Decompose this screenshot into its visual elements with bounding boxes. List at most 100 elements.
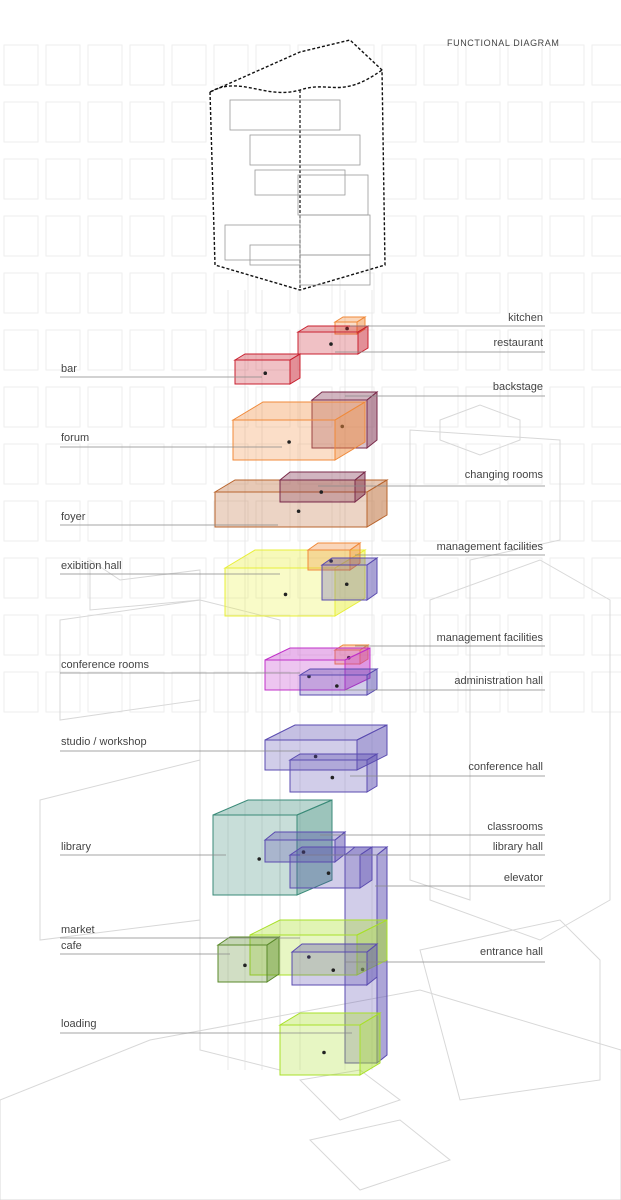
- forum-block: [231, 401, 367, 461]
- facade-window: [507, 101, 543, 143]
- facade-window: [87, 158, 123, 200]
- facade-window: [549, 443, 585, 485]
- box-front: [279, 1024, 361, 1076]
- facade-window: [507, 215, 543, 257]
- facade-window: [381, 329, 417, 371]
- box-front: [299, 674, 368, 696]
- facade-window: [87, 329, 123, 371]
- label-classrooms: classrooms: [487, 821, 543, 833]
- facade-window: [465, 386, 501, 428]
- facade-window: [465, 500, 501, 542]
- facade-window: [465, 557, 501, 599]
- label-loading: loading: [61, 1018, 97, 1030]
- facade-window: [3, 272, 39, 314]
- administration-hall-block: [298, 668, 379, 696]
- facade-window: [465, 443, 501, 485]
- facade-window: [3, 557, 39, 599]
- facade-window: [171, 443, 207, 485]
- facade-window: [591, 671, 621, 713]
- facade-window: [129, 614, 165, 656]
- box-marker-dot: [301, 850, 306, 854]
- facade-window: [591, 500, 621, 542]
- context-building-outline: [0, 989, 621, 1200]
- box-marker-dot: [307, 674, 311, 679]
- library-block: [212, 799, 333, 896]
- facade-window: [465, 44, 501, 86]
- facade-window: [255, 557, 291, 599]
- facade-window: [423, 500, 459, 542]
- facade-window: [549, 158, 585, 200]
- changing-rooms-block: [278, 470, 367, 504]
- box-top: [278, 471, 367, 481]
- box-front: [264, 739, 358, 771]
- facade-window: [507, 614, 543, 656]
- facade-window: [129, 386, 165, 428]
- facade-window: [423, 671, 459, 713]
- facade-window: [591, 158, 621, 200]
- facade-window: [423, 272, 459, 314]
- facade-window: [507, 671, 543, 713]
- facade-window: [549, 386, 585, 428]
- box-side: [366, 557, 378, 601]
- facade-window: [381, 44, 417, 86]
- facade-window: [171, 386, 207, 428]
- facade-window: [549, 101, 585, 143]
- box-front: [279, 479, 356, 503]
- building-massing: [209, 39, 386, 291]
- facade-window: [171, 614, 207, 656]
- facade-window: [87, 614, 123, 656]
- box-front: [289, 854, 361, 889]
- box-marker-dot: [319, 490, 324, 494]
- facade-window: [381, 272, 417, 314]
- facade-window: [87, 671, 123, 713]
- facade-window: [213, 329, 249, 371]
- facade-window: [171, 557, 207, 599]
- context-building-outline: [439, 404, 521, 456]
- label-cafe: cafe: [61, 940, 82, 952]
- facade-window: [213, 272, 249, 314]
- facade-window: [465, 671, 501, 713]
- facade-window: [171, 158, 207, 200]
- label-exibition-hall: exibition hall: [61, 560, 122, 572]
- cafe-block: [216, 936, 281, 983]
- box-top: [296, 325, 370, 333]
- facade-window: [129, 500, 165, 542]
- facade-window: [3, 386, 39, 428]
- facade-window: [45, 443, 81, 485]
- facade-window: [465, 101, 501, 143]
- label-restaurant: restaurant: [493, 337, 543, 349]
- facade-window: [465, 614, 501, 656]
- facade-window: [3, 329, 39, 371]
- box-top: [233, 353, 302, 361]
- facade-window: [87, 500, 123, 542]
- box-front: [212, 814, 298, 896]
- facade-window: [507, 44, 543, 86]
- facade-window: [591, 443, 621, 485]
- facade-window: [129, 671, 165, 713]
- facade-window: [423, 443, 459, 485]
- facade-window: [381, 557, 417, 599]
- box-marker-dot: [335, 684, 339, 688]
- facade-window: [45, 215, 81, 257]
- context-building-outline: [298, 1069, 402, 1121]
- facade-window: [255, 500, 291, 542]
- facade-window: [549, 614, 585, 656]
- facade-window: [45, 44, 81, 86]
- context-building-outline: [89, 559, 201, 611]
- facade-window: [45, 500, 81, 542]
- facade-window: [465, 215, 501, 257]
- facade-window: [465, 158, 501, 200]
- massing-inner-floor: [249, 134, 361, 166]
- conference-hall-block: [288, 753, 379, 793]
- box-marker-dot: [283, 592, 288, 597]
- facade-window: [171, 215, 207, 257]
- box-marker-dot: [326, 871, 331, 875]
- box-top: [288, 753, 379, 761]
- facade-window: [129, 44, 165, 86]
- facade-window: [213, 671, 249, 713]
- facade-window: [87, 44, 123, 86]
- facade-window: [549, 500, 585, 542]
- facade-window: [45, 272, 81, 314]
